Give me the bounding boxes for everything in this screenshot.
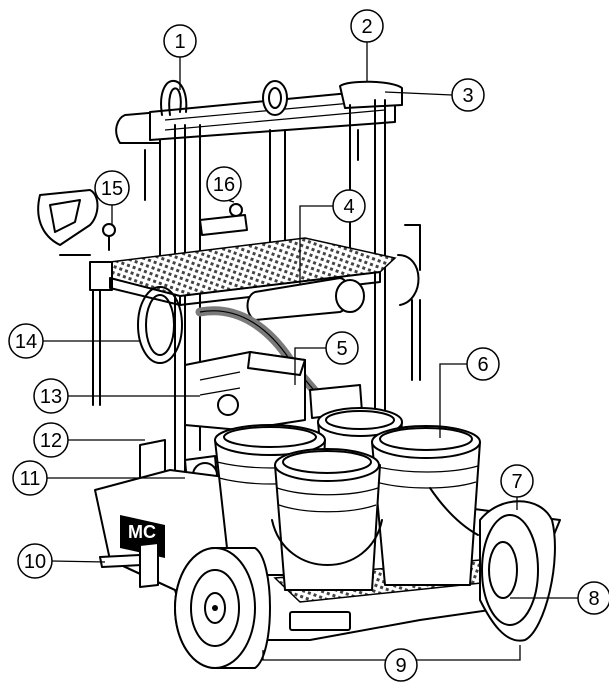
callout-14-label: 14 [15,331,37,353]
callout-1-label: 1 [174,31,185,53]
spray-gun [37,189,99,256]
leader-lines [43,41,578,661]
engine [184,351,363,431]
callout-4-label: 4 [343,196,354,218]
foot-pedal [99,542,159,588]
callout-13: 13 [33,378,69,414]
callout-7: 7 [500,464,534,498]
callout-10-label: 10 [24,551,46,573]
callout-6-label: 6 [477,354,488,376]
lifting-eye-rings [160,79,288,116]
callout-14: 14 [8,323,44,359]
callout-5: 5 [325,331,359,365]
callout-15-label: 15 [101,178,123,200]
callout-4: 4 [332,189,366,223]
callout-15: 15 [94,170,130,206]
callout-5-label: 5 [336,338,347,360]
callout-12-label: 12 [40,430,62,452]
callout-7-label: 7 [511,471,522,493]
side-hose-loop [137,254,420,364]
callout-16-label: 16 [213,174,235,196]
callout-11: 11 [12,460,48,496]
callout-10: 10 [17,543,53,579]
buckets [214,407,481,591]
callout-8: 8 [577,581,609,615]
callout-13-label: 13 [40,386,62,408]
callout-1: 1 [163,24,197,58]
callout-11-label: 11 [20,468,41,490]
callouts: 1 2 3 4 5 6 7 8 [8,9,609,682]
top-hose-roller [115,80,403,144]
callout-6: 6 [466,347,500,381]
callout-3: 3 [451,78,485,112]
callout-3-label: 3 [462,85,473,107]
brand-logo-text: MC [128,522,156,542]
upper-shelf [89,237,397,306]
cart-illustration: MC [37,79,561,669]
callout-12: 12 [33,422,69,458]
chemical-tank [246,277,365,321]
callout-2: 2 [350,9,384,43]
callout-8-label: 8 [588,588,599,610]
callout-9-label: 9 [395,655,406,677]
callout-16: 16 [206,166,242,202]
callout-2-label: 2 [361,16,372,38]
gauges [102,203,248,251]
callout-9: 9 [384,648,418,682]
